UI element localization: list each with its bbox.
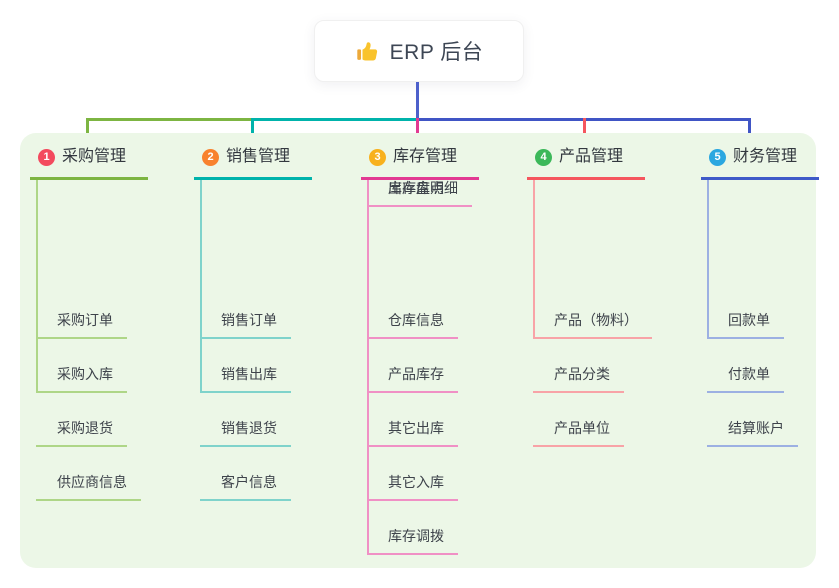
child-node-sales-outbound[interactable]: 销售出库	[200, 366, 291, 393]
connector-drop-purchase	[86, 118, 89, 146]
child-node-settlement-account[interactable]: 结算账户	[707, 420, 798, 447]
branch-sales: 2 销售管理 销售订单 销售出库 销售退货 客户信息	[194, 146, 364, 501]
connector-segment-teal	[251, 118, 418, 121]
thumbs-up-icon	[355, 39, 380, 64]
child-node-payment-doc[interactable]: 付款单	[707, 366, 784, 393]
branch-inventory: 3 库存管理 仓库信息 产品库存 其它出库 其它入库 库存调拨 库存盘点 出库库…	[361, 146, 531, 555]
child-node-purchase-return[interactable]: 采购退货	[36, 420, 127, 447]
branch-trunk-line	[200, 180, 202, 393]
child-node-purchase-inbound[interactable]: 采购入库	[36, 366, 127, 393]
connector-drop-inventory	[416, 118, 419, 146]
child-node-receipt-doc[interactable]: 回款单	[707, 312, 784, 339]
branch-trunk-line	[36, 180, 38, 393]
connector-stem	[416, 82, 419, 119]
branch-label: 产品管理	[559, 148, 624, 165]
child-node-purchase-order[interactable]: 采购订单	[36, 312, 127, 339]
branch-trunk-line	[367, 180, 369, 555]
branch-number-badge: 3	[369, 148, 386, 166]
branch-finance: 5 财务管理 回款单 付款单 结算账户	[701, 146, 839, 447]
child-node-product-unit[interactable]: 产品单位	[533, 420, 624, 447]
child-node-sales-order[interactable]: 销售订单	[200, 312, 291, 339]
child-node-stock-transfer[interactable]: 库存调拨	[367, 528, 458, 555]
branch-header-product[interactable]: 4 产品管理	[527, 146, 646, 180]
connector-drop-product	[583, 118, 586, 146]
branch-label: 库存管理	[393, 148, 458, 165]
branch-number-badge: 1	[38, 148, 55, 166]
child-node-product-category[interactable]: 产品分类	[533, 366, 624, 393]
child-node-product-material[interactable]: 产品（物料）	[533, 312, 652, 339]
child-node-other-outbound[interactable]: 其它出库	[367, 420, 458, 447]
branch-purchase: 1 采购管理 采购订单 采购入库 采购退货 供应商信息	[30, 146, 200, 501]
branch-product: 4 产品管理 产品（物料） 产品分类 产品单位	[527, 146, 697, 447]
branch-header-inventory[interactable]: 3 库存管理	[361, 146, 480, 180]
child-node-customer-info[interactable]: 客户信息	[200, 474, 291, 501]
branch-label: 销售管理	[226, 148, 291, 165]
child-node-outbound-detail[interactable]: 出库库明细	[367, 180, 472, 207]
branch-header-purchase[interactable]: 1 采购管理	[30, 146, 149, 180]
branch-label: 采购管理	[62, 148, 127, 165]
root-title: ERP 后台	[389, 41, 484, 64]
child-node-warehouse-info[interactable]: 仓库信息	[367, 312, 458, 339]
connector-segment-green	[86, 118, 253, 121]
child-node-product-stock[interactable]: 产品库存	[367, 366, 458, 393]
child-node-other-inbound[interactable]: 其它入库	[367, 474, 458, 501]
branch-number-badge: 4	[535, 148, 552, 166]
root-node[interactable]: ERP 后台	[314, 20, 524, 82]
branch-label: 财务管理	[733, 148, 798, 165]
branch-number-badge: 2	[202, 148, 219, 166]
branch-number-badge: 5	[709, 148, 726, 166]
branch-trunk-line	[707, 180, 709, 339]
branch-header-finance[interactable]: 5 财务管理	[701, 146, 820, 180]
branch-header-sales[interactable]: 2 销售管理	[194, 146, 313, 180]
connector-drop-finance	[748, 118, 751, 146]
child-node-supplier-info[interactable]: 供应商信息	[36, 474, 141, 501]
connector-drop-sales	[251, 118, 254, 146]
branch-trunk-line	[533, 180, 535, 339]
child-node-sales-return[interactable]: 销售退货	[200, 420, 291, 447]
